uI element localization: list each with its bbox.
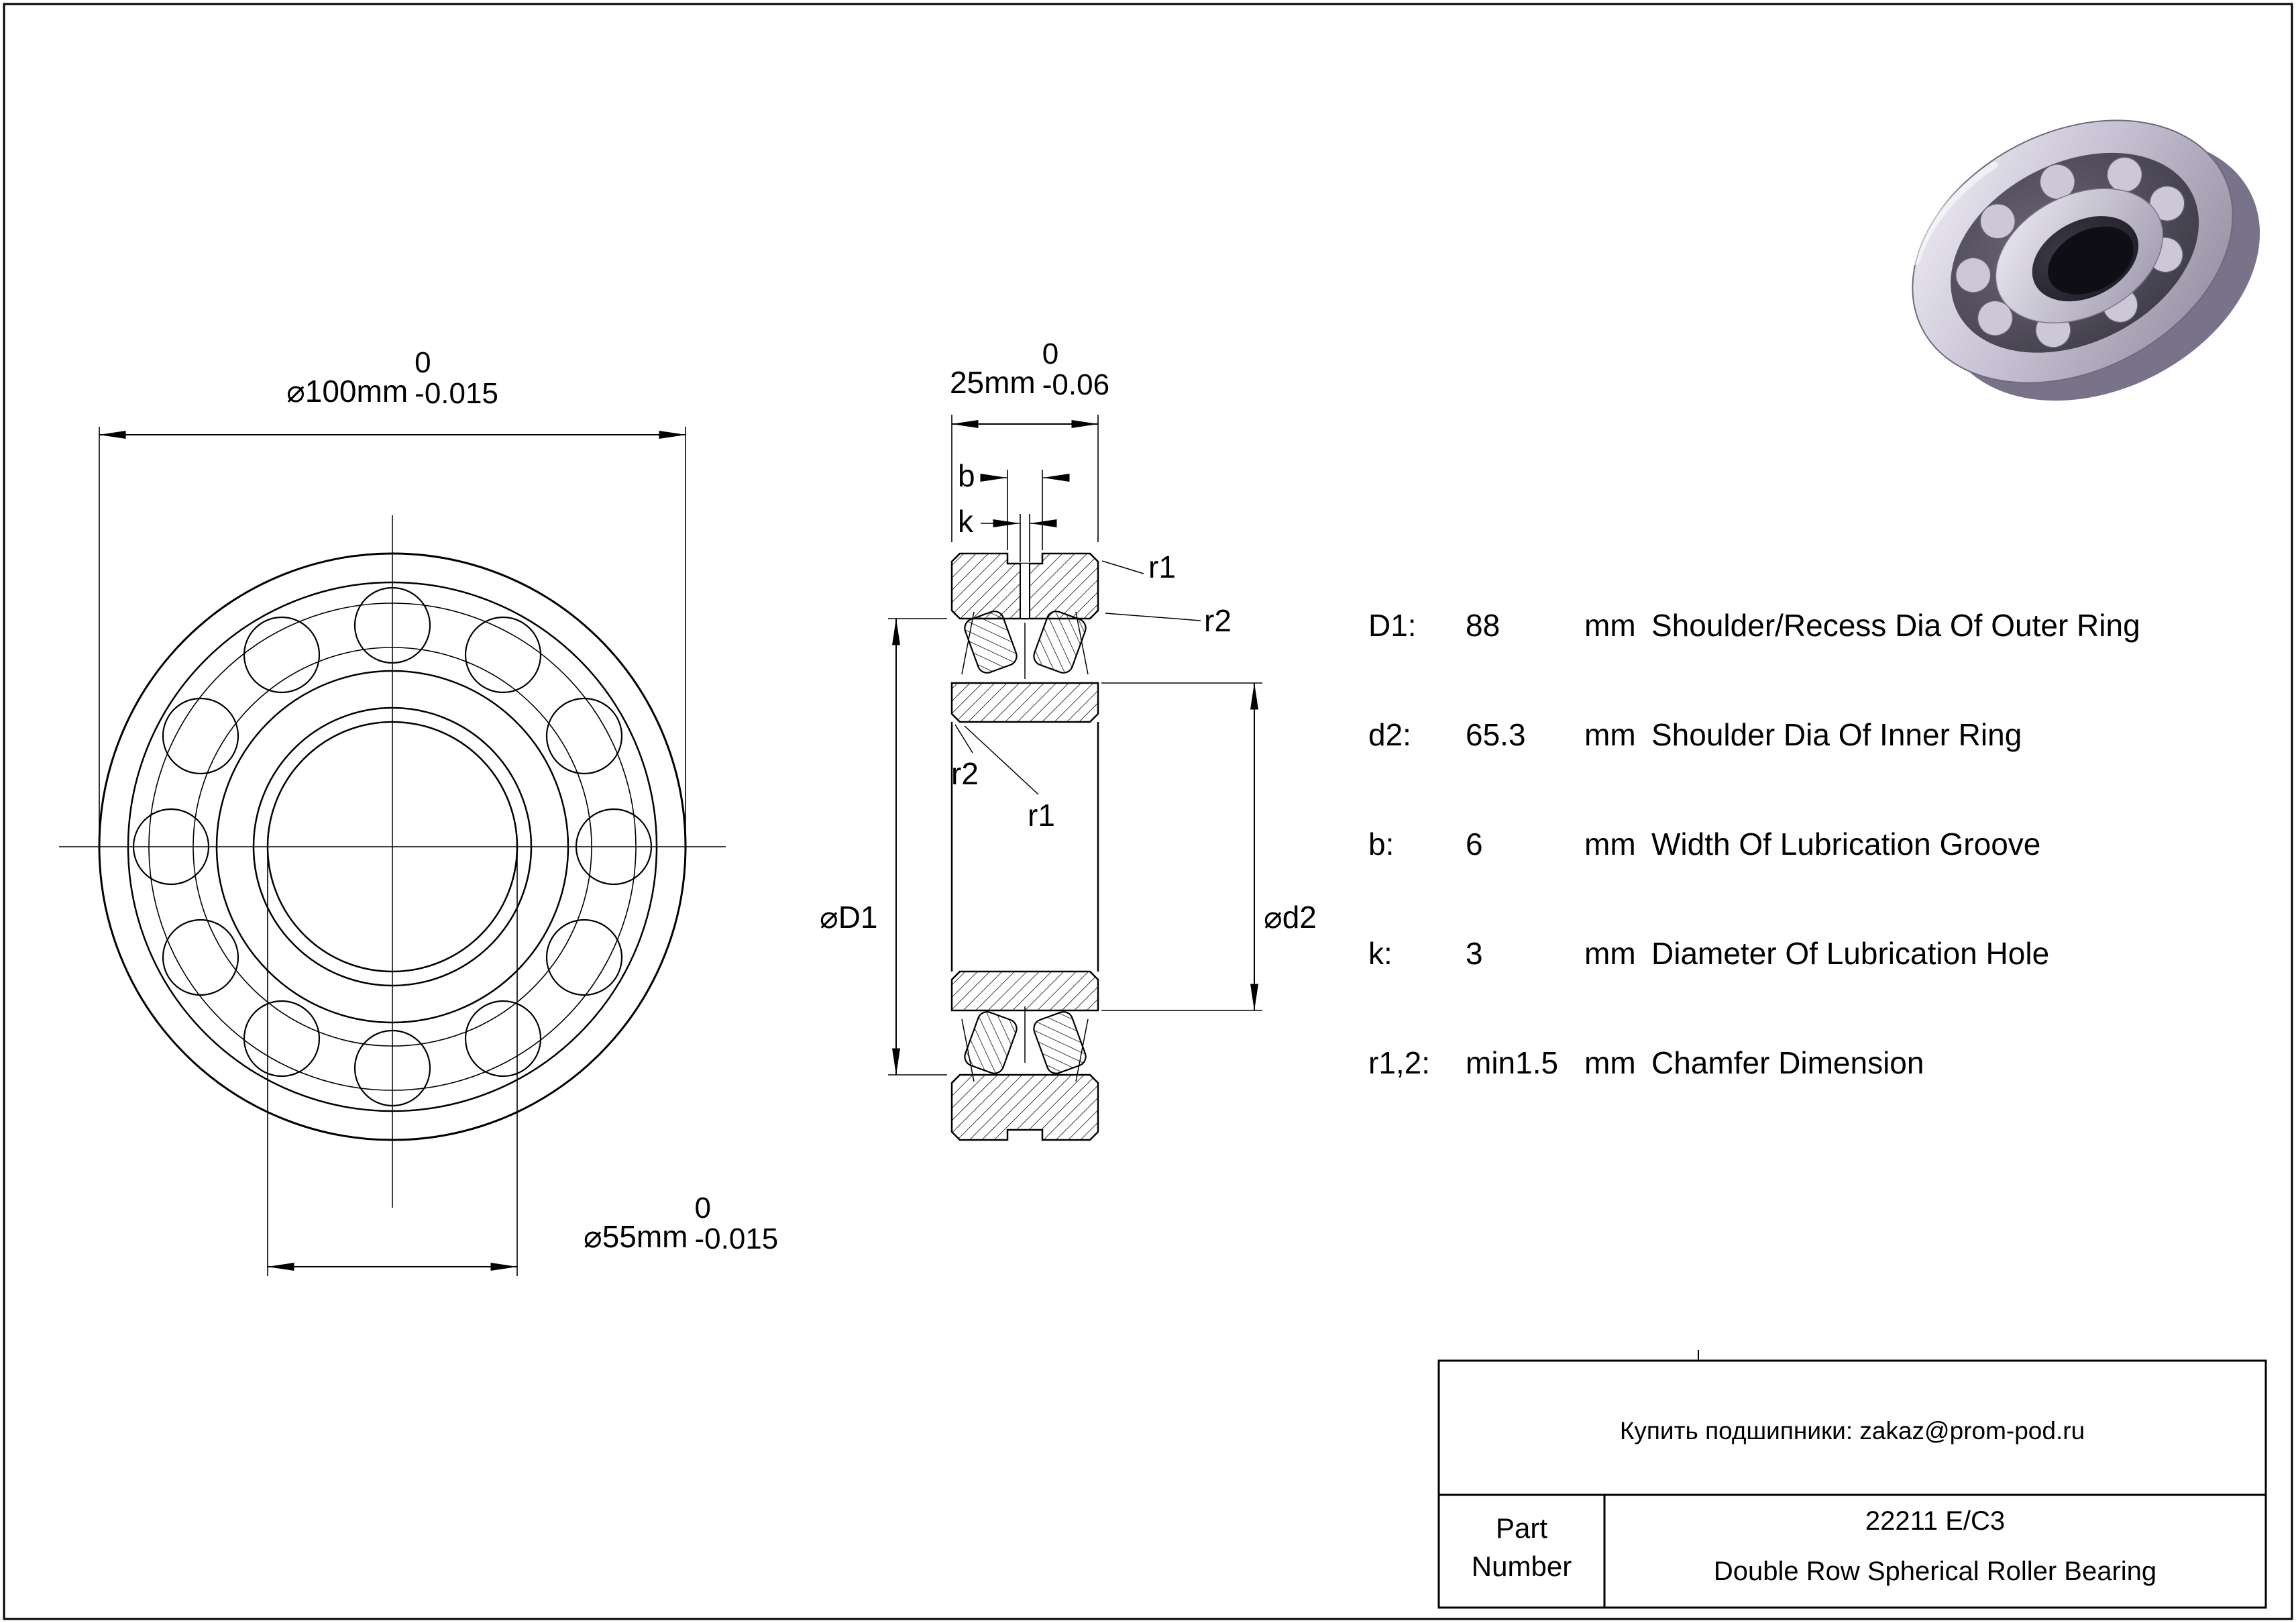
dim-width-tol-lower: -0.06 — [1042, 368, 1110, 401]
dim-bore-tol-lower: -0.015 — [694, 1222, 779, 1255]
label-hole-diameter-k: k — [958, 504, 973, 539]
part-number-label: Part Number — [1439, 1510, 1604, 1585]
spec-unit: mm — [1584, 936, 1636, 971]
dim-d1-lines — [888, 618, 947, 1076]
spec-row-b: b: 6 mm Width Of Lubrication Groove — [1368, 826, 2040, 862]
spec-row-k: k: 3 mm Diameter Of Lubrication Hole — [1368, 935, 2049, 972]
spec-param: b: — [1368, 827, 1395, 861]
dim-bore-tol-upper: 0 — [694, 1192, 711, 1224]
spec-unit: mm — [1584, 608, 1636, 643]
label-d1-diameter: ⌀D1 — [820, 900, 878, 935]
spec-value: 3 — [1466, 936, 1483, 971]
dim-hole-lines — [981, 514, 1057, 562]
dim-bore-tolerance: 0 -0.015 — [695, 1193, 779, 1255]
spec-param: D1: — [1368, 608, 1417, 643]
spec-desc: Shoulder/Recess Dia Of Outer Ring — [1651, 608, 2140, 643]
label-groove-width-b: b — [958, 458, 975, 493]
dim-bore-text: ⌀55mm 0 -0.015 — [584, 1193, 778, 1255]
dim-d2-lines — [1101, 682, 1262, 1011]
spec-row-d1: D1: 88 mm Shoulder/Recess Dia Of Outer R… — [1368, 607, 2140, 643]
dim-width-text: 25mm 0 -0.06 — [950, 339, 1109, 401]
label-chamfer-r2-top: r2 — [1204, 603, 1232, 638]
spec-param: k: — [1368, 936, 1392, 971]
roller-set — [132, 586, 653, 1107]
dim-width-tol-upper: 0 — [1042, 337, 1059, 370]
bearing-photo-highlight — [1912, 161, 1998, 266]
spec-desc: Diameter Of Lubrication Hole — [1651, 936, 2050, 971]
dim-outer-tolerance: 0 -0.015 — [415, 348, 498, 409]
contact-line: Купить подшипники: zakaz@prom-pod.ru — [1619, 1417, 2085, 1445]
bearing-description: Double Row Spherical Roller Bearing — [1713, 1557, 2157, 1586]
dim-width-tolerance: 0 -0.06 — [1042, 339, 1109, 401]
spec-value: 65.3 — [1466, 717, 1526, 752]
dim-outer-diameter-lines — [99, 427, 686, 843]
cage-outer-circle — [148, 603, 637, 1091]
inner-ring-top-section — [950, 682, 1099, 723]
outer-ring-recess-circle — [127, 581, 658, 1112]
spec-unit: mm — [1584, 717, 1636, 752]
spec-value: 88 — [1466, 608, 1500, 643]
dim-outer-tol-upper: 0 — [415, 346, 431, 379]
dim-groove-lines — [980, 470, 1070, 550]
spec-value: 6 — [1466, 827, 1483, 861]
title-block-frame — [1437, 1350, 2267, 1609]
label-d2-diameter: ⌀d2 — [1264, 900, 1317, 935]
spec-desc: Chamfer Dimension — [1651, 1045, 1924, 1080]
chamfer-leader-lines — [954, 560, 1201, 795]
part-number-value: 22211 E/C3 — [1865, 1506, 2006, 1536]
dim-width-lines — [951, 415, 1099, 542]
outer-ring-bottom-section — [950, 1074, 1099, 1141]
rollers-bottom-section — [961, 1006, 1089, 1082]
spec-param: d2: — [1368, 717, 1411, 752]
spec-value: min1.5 — [1466, 1045, 1559, 1080]
dim-width-value: 25mm — [949, 364, 1036, 400]
dim-outer-tol-lower: -0.015 — [415, 376, 498, 410]
spec-unit: mm — [1584, 827, 1636, 861]
spec-desc: Shoulder Dia Of Inner Ring — [1651, 717, 2022, 752]
spec-row-d2: d2: 65.3 mm Shoulder Dia Of Inner Ring — [1368, 717, 2022, 753]
inner-ring-bottom-section — [950, 970, 1099, 1012]
label-chamfer-r1-left: r1 — [1028, 798, 1055, 833]
dim-bore-lines — [267, 851, 518, 1276]
spec-desc: Width Of Lubrication Groove — [1651, 827, 2041, 861]
section-view — [888, 415, 1262, 1141]
label-chamfer-r1-top: r1 — [1148, 549, 1176, 584]
cage-inner-circle — [193, 647, 592, 1047]
dim-outer-diameter-text: ⌀100mm 0 -0.015 — [286, 348, 498, 409]
dim-outer-value: ⌀100mm — [286, 373, 408, 409]
part-number-label-line2: Number — [1471, 1550, 1572, 1582]
outer-ring-od-circle — [98, 552, 687, 1141]
page-border — [3, 3, 2293, 1620]
dim-bore-value: ⌀55mm — [584, 1218, 688, 1254]
spec-row-r12: r1,2: min1.5 mm Chamfer Dimension — [1368, 1045, 1924, 1081]
bore-chamfer-circle — [252, 706, 533, 987]
label-chamfer-r2-left: r2 — [951, 756, 979, 791]
front-view — [59, 427, 726, 1276]
part-number-label-line1: Part — [1495, 1512, 1548, 1544]
bearing-photo — [1912, 119, 2260, 401]
spec-unit: mm — [1584, 1045, 1636, 1080]
lubrication-hole — [1020, 564, 1030, 618]
inner-ring-shoulder-circle — [215, 670, 569, 1024]
bore-circle — [266, 721, 518, 973]
spec-param: r1,2: — [1368, 1045, 1431, 1080]
rollers-top-section — [961, 611, 1089, 679]
